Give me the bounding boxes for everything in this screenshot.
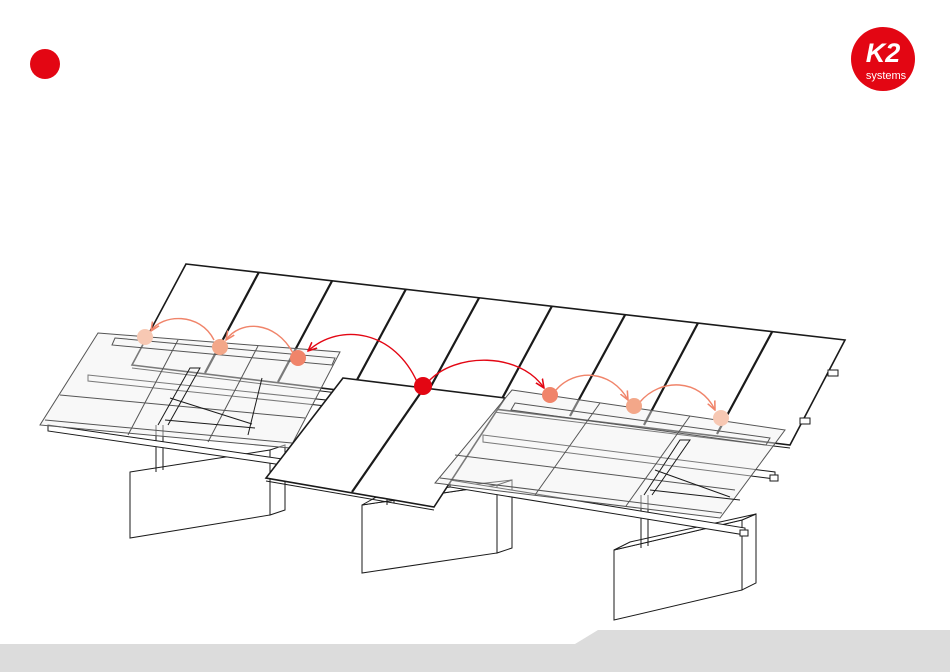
right-marker-3 (713, 410, 729, 426)
footer-bar (0, 630, 950, 672)
start-marker (414, 377, 432, 395)
right-marker-1 (542, 387, 558, 403)
left-marker-3 (137, 329, 153, 345)
left-marker-1 (290, 350, 306, 366)
left-marker-2 (212, 339, 228, 355)
right-marker-2 (626, 398, 642, 414)
